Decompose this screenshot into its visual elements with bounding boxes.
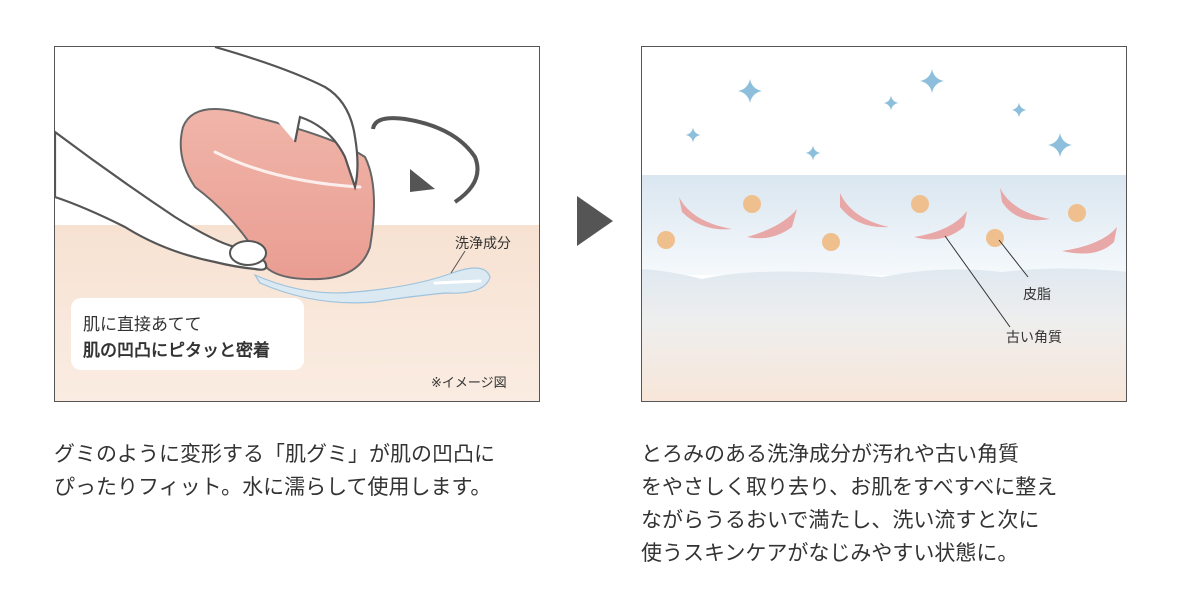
gummy-application-illustration: 洗浄成分 肌に直接あてて 肌の凹凸にピタッと密着 ※イメージ図: [54, 46, 540, 402]
speech-bubble: 肌に直接あてて 肌の凹凸にピタッと密着: [71, 298, 304, 370]
old-keratin-label: 古い角質: [1006, 330, 1062, 346]
old-keratin-flakes: [679, 188, 1117, 254]
caption-line: ぴったりフィット。水に濡らして使用します。: [54, 475, 492, 499]
caption-line: ながらうるおいで満たし、洗い流すと次に: [641, 508, 1040, 532]
image-note: ※イメージ図: [431, 376, 507, 391]
skin-cleansing-illustration: 皮脂 古い角質: [641, 46, 1127, 402]
rotate-arrow-icon: [371, 116, 480, 204]
caption-line: グミのように変形する「肌グミ」が肌の凹凸に: [54, 442, 495, 466]
bubble-line-2: 肌の凹凸にピタッと密着: [83, 341, 270, 361]
skin-layer-drawing: [642, 47, 1126, 401]
caption-line: 使うスキンケアがなじみやすい状態に。: [641, 541, 1019, 565]
triangle-right-icon: [577, 196, 613, 246]
rotate-arrow-head-icon: [410, 169, 435, 192]
cleanser-label: 洗浄成分: [455, 236, 511, 252]
bubble-line-1: 肌に直接あてて: [83, 315, 202, 335]
right-caption: とろみのある洗浄成分が汚れや古い角質 をやさしく取り去り、お肌をすべすべに整え …: [641, 438, 1057, 570]
sebum-dots: [657, 195, 1086, 251]
caption-line: をやさしく取り去り、お肌をすべすべに整え: [641, 475, 1058, 499]
caption-line: とろみのある洗浄成分が汚れや古い角質: [641, 442, 1019, 466]
cleanser-liquid: [253, 267, 491, 304]
left-caption: グミのように変形する「肌グミ」が肌の凹凸に ぴったりフィット。水に濡らして使用し…: [54, 438, 495, 504]
sebum-label: 皮脂: [1023, 287, 1051, 303]
gummy: [179, 108, 375, 281]
hand: [55, 47, 359, 271]
